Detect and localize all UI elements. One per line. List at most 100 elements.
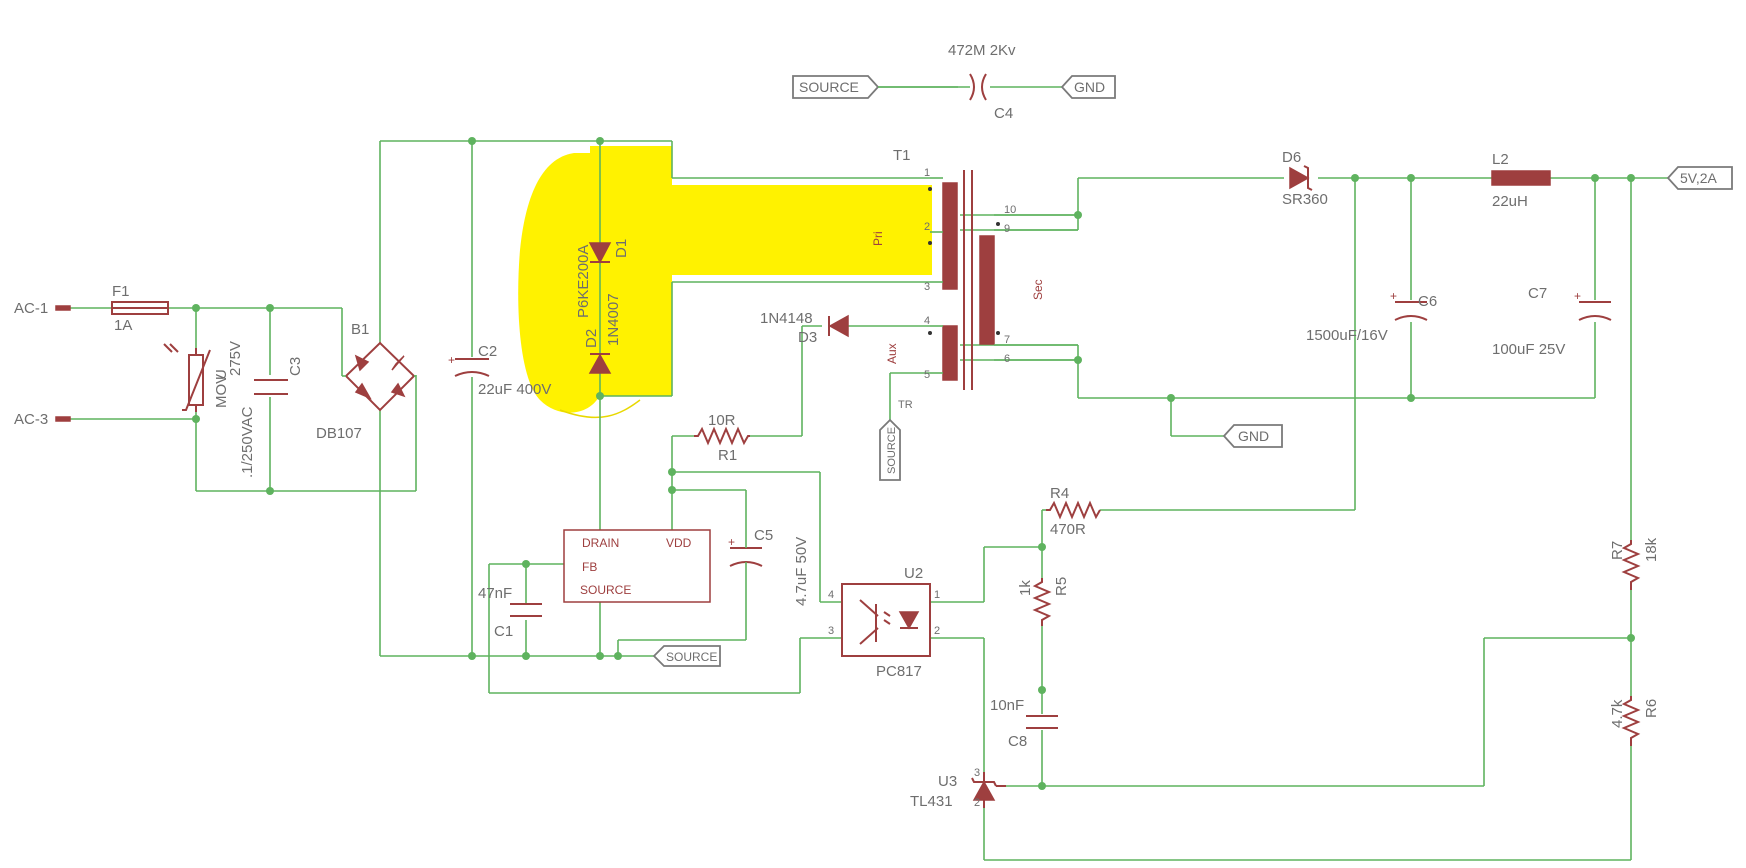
diode-d6: D6 SR360: [1282, 149, 1328, 208]
port-ac3-label: AC-3: [14, 411, 48, 428]
c2-plus: +: [448, 353, 455, 367]
port-source-tr-label: SOURCE: [886, 427, 898, 474]
u1-vdd: VDD: [666, 536, 692, 550]
diode-d2: D2 1N4007: [583, 293, 622, 374]
c6-value: 1500uF/16V: [1306, 327, 1388, 344]
u3-ref: U3: [938, 773, 957, 790]
highlight-mark: [518, 146, 932, 419]
c4-value: 472M 2Kv: [948, 42, 1016, 59]
u2-pin-4: 4: [828, 589, 834, 601]
u2-pin-2: 2: [934, 625, 940, 637]
capacitor-c4: 472M 2Kv C4: [878, 42, 1016, 122]
inductor-l2: L2 22uH: [1491, 151, 1551, 210]
b1-ref: B1: [351, 321, 369, 338]
port-gnd-sec-label: GND: [1238, 428, 1269, 444]
port-source-bottom: SOURCE: [652, 645, 721, 667]
r7-ref: R7: [1609, 541, 1626, 560]
t1-pin-7: 7: [1004, 334, 1010, 346]
mov-label: MOV: [213, 374, 230, 408]
r6-value: 4.7k: [1609, 699, 1626, 728]
port-ac1: AC-1: [14, 300, 71, 317]
port-source-top: SOURCE: [792, 75, 880, 99]
transformer-t1: T1 Pri Sec Aux TR 1 2 3 4 5 10 9 7 6: [871, 147, 1078, 411]
port-out: 5V,2A: [1666, 166, 1733, 190]
u3-value: TL431: [910, 793, 953, 810]
l2-ref: L2: [1492, 151, 1509, 168]
l2-value: 22uH: [1492, 193, 1528, 210]
varistor-mov: MOV U 275V: [163, 341, 244, 412]
capacitor-c8: 10nF C8: [990, 697, 1058, 750]
t1-pin-5: 5: [924, 369, 930, 381]
u2-ref: U2: [904, 565, 923, 582]
r5-ref: R5: [1053, 577, 1070, 596]
resistor-r4: R4 470R: [1046, 485, 1101, 538]
controller-u1: DRAIN VDD FB SOURCE: [563, 529, 711, 603]
d3-ref: D3: [798, 329, 817, 346]
u1-source: SOURCE: [580, 583, 631, 597]
port-out-label: 5V,2A: [1680, 170, 1718, 186]
t1-pin-2: 2: [924, 221, 930, 233]
d2-value: 1N4007: [605, 293, 622, 346]
t1-pin-9: 9: [1004, 223, 1010, 235]
mov-value: 275V: [227, 341, 244, 376]
resistor-r1: 10R R1: [694, 412, 750, 464]
r1-ref: R1: [718, 447, 737, 464]
d3-value: 1N4148: [760, 310, 813, 327]
capacitor-c5: + C5 4.7uF 50V: [728, 527, 810, 606]
r7-value: 18k: [1643, 537, 1660, 562]
c2-ref: C2: [478, 343, 497, 360]
t1-tr-label: TR: [898, 399, 913, 411]
c5-value: 4.7uF 50V: [793, 537, 810, 606]
capacitor-c6: + C6 1500uF/16V: [1306, 289, 1437, 344]
port-ac3: AC-3: [14, 411, 71, 428]
c8-ref: C8: [1008, 733, 1027, 750]
port-gnd-sec: GND: [1222, 424, 1283, 448]
u3-pin-3: 3: [974, 767, 980, 779]
resistor-r5: 1k R5: [1017, 577, 1070, 626]
c6-plus: +: [1390, 289, 1397, 303]
c5-ref: C5: [754, 527, 773, 544]
b1-value: DB107: [316, 425, 362, 442]
u2-value: PC817: [876, 663, 922, 680]
t1-ref: T1: [893, 147, 911, 164]
diode-d1: D1 P6KE200A: [575, 239, 630, 318]
f1-ref: F1: [112, 283, 130, 300]
c2-value: 22uF 400V: [478, 381, 551, 398]
t1-pin-1: 1: [924, 167, 930, 179]
resistor-r6: 4.7k R6: [1609, 696, 1660, 746]
d1-value: P6KE200A: [575, 245, 592, 318]
bridge-b1: B1 DB107: [316, 321, 416, 442]
fuse-f1: F1 1A: [111, 283, 169, 334]
c5-plus: +: [728, 535, 735, 549]
junctions: [192, 137, 1635, 790]
r4-value: 470R: [1050, 521, 1086, 538]
capacitor-c3: C3 .1/250VAC: [239, 357, 304, 478]
c1-ref: C1: [494, 623, 513, 640]
u3-pin-2: 2: [974, 797, 980, 809]
port-gnd-top: GND: [1060, 75, 1116, 99]
capacitor-c1: 47nF C1: [478, 585, 542, 640]
t1-pin-10: 10: [1004, 204, 1016, 216]
d6-ref: D6: [1282, 149, 1301, 166]
c1-value: 47nF: [478, 585, 512, 602]
port-ac1-label: AC-1: [14, 300, 48, 317]
r6-ref: R6: [1643, 699, 1660, 718]
t1-pin-3: 3: [924, 281, 930, 293]
capacitor-c7: + C7 100uF 25V: [1492, 285, 1612, 358]
c7-value: 100uF 25V: [1492, 341, 1565, 358]
u2-pin-1: 1: [934, 589, 940, 601]
d6-value: SR360: [1282, 191, 1328, 208]
r1-value: 10R: [708, 412, 736, 429]
c8-value: 10nF: [990, 697, 1024, 714]
t1-aux-label: Aux: [885, 343, 899, 364]
r4-ref: R4: [1050, 485, 1069, 502]
port-source-top-label: SOURCE: [799, 79, 859, 95]
port-source-bottom-label: SOURCE: [666, 650, 717, 664]
c7-plus: +: [1574, 289, 1581, 303]
c3-ref: C3: [287, 357, 304, 376]
mov-u: U: [213, 369, 230, 380]
diode-d3: 1N4148 D3: [760, 310, 849, 346]
d1-ref: D1: [613, 239, 630, 258]
u1-fb: FB: [582, 560, 597, 574]
